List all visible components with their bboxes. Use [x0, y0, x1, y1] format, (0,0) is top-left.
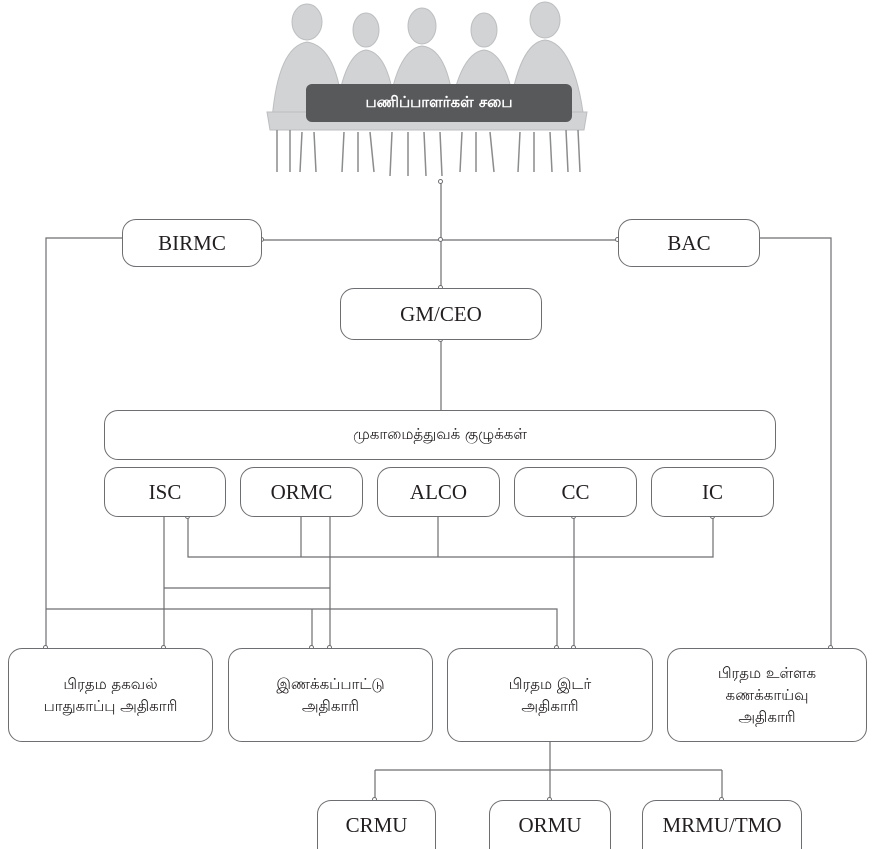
officer-line: பிரதம இடர் — [508, 675, 592, 693]
committee-alco-box: ALCO — [377, 467, 500, 517]
officer-line: பிரதம தகவல் — [63, 675, 158, 693]
officer-line: பிரதம உள்ளக — [717, 664, 817, 682]
officer-line: இணக்கப்பாட்டு — [276, 675, 385, 693]
unit-crmu-box: CRMU — [317, 800, 436, 849]
officer-line: அதிகாரி — [738, 708, 796, 726]
chief-information-security-officer-box: பிரதம தகவல் பாதுகாப்பு அதிகாரி — [8, 648, 213, 742]
gm-ceo-box: GM/CEO — [340, 288, 542, 340]
board-of-directors-label: பணிப்பாளர்கள் சபை — [306, 84, 572, 122]
unit-ormu-box: ORMU — [489, 800, 611, 849]
officer-line: பாதுகாப்பு அதிகாரி — [43, 697, 178, 715]
unit-mrmu-tmo-box: MRMU/TMO — [642, 800, 802, 849]
committee-isc-box: ISC — [104, 467, 226, 517]
committee-cc-box: CC — [514, 467, 637, 517]
birmc-box: BIRMC — [122, 219, 262, 267]
management-committees-box: முகாமைத்துவக் குழுக்கள் — [104, 410, 776, 460]
officer-line: அதிகாரி — [301, 697, 360, 715]
junction-dot — [438, 237, 443, 242]
committee-ormc-box: ORMC — [240, 467, 363, 517]
chief-internal-audit-officer-box: பிரதம உள்ளக கணக்காய்வு அதிகாரி — [667, 648, 867, 742]
officer-line: அதிகாரி — [521, 697, 579, 715]
officer-line: கணக்காய்வு — [725, 686, 809, 704]
bac-box: BAC — [618, 219, 760, 267]
chief-risk-officer-box: பிரதம இடர் அதிகாரி — [447, 648, 653, 742]
compliance-officer-box: இணக்கப்பாட்டு அதிகாரி — [228, 648, 433, 742]
committee-ic-box: IC — [651, 467, 774, 517]
junction-dot — [438, 179, 443, 184]
